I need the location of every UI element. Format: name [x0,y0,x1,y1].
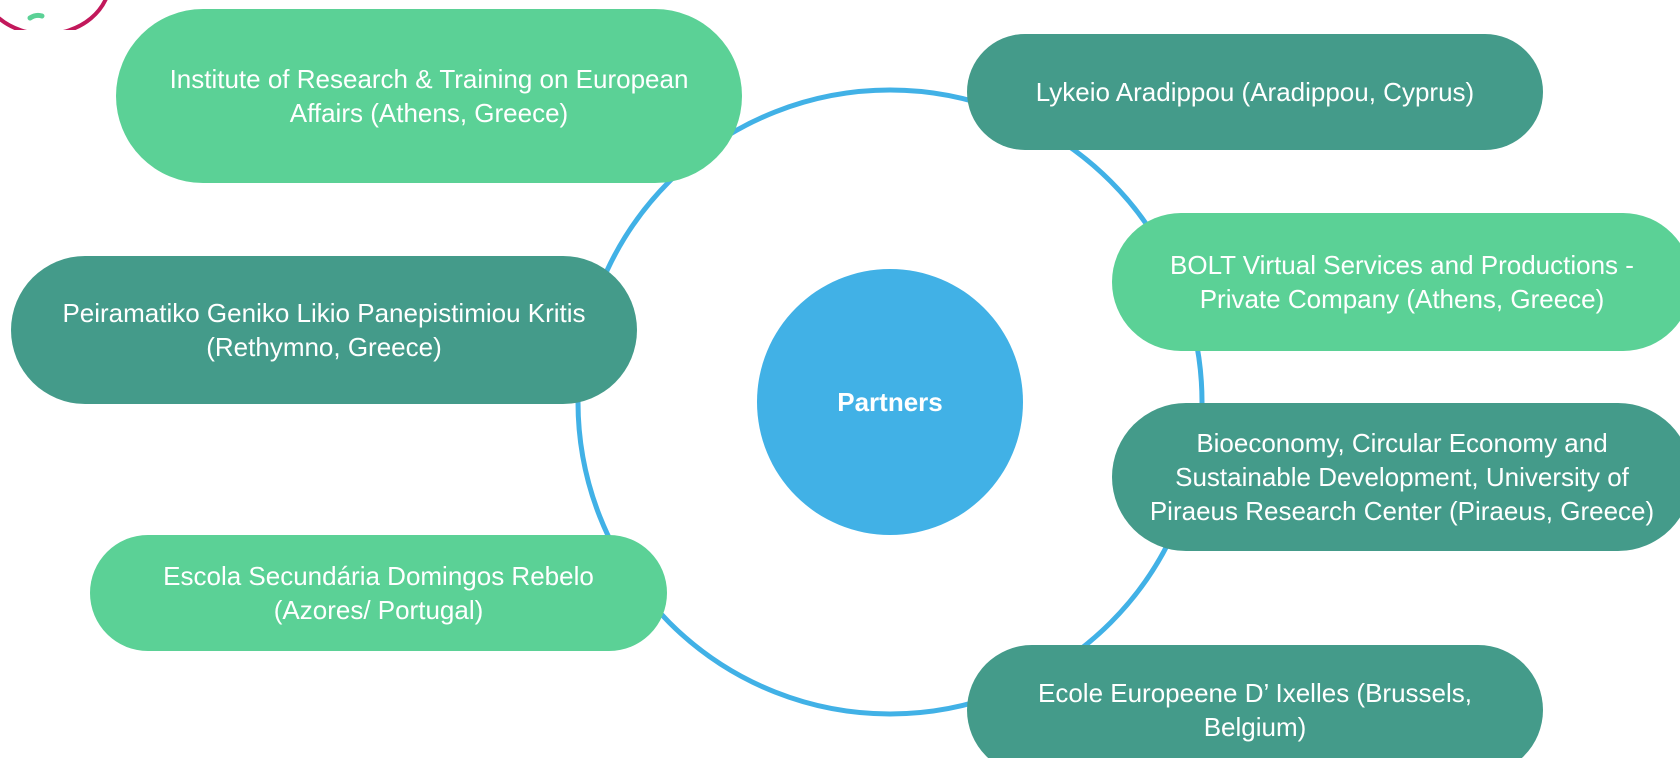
partner-label: Ecole Europeene D’ Ixelles (Brussels, Be… [1037,678,1472,742]
center-label: Partners [837,386,943,417]
partner-label: Institute of Research & Training on Euro… [169,64,689,128]
organization-logo [0,0,108,30]
partner-pill-bolt: BOLT Virtual Services and Productions - … [1112,213,1680,351]
partner-label: Peiramatiko Geniko Likio Panepistimiou K… [62,298,586,362]
partner-pill-escola-domingos-rebelo: Escola Secundária Domingos Rebelo (Azore… [90,535,667,651]
partner-label: BOLT Virtual Services and Productions - … [1170,250,1634,314]
partner-label: Escola Secundária Domingos Rebelo (Azore… [163,561,594,625]
partner-label: Bioeconomy, Circular Economy and Sustain… [1149,428,1655,526]
partner-label: Lykeio Aradippou (Aradippou, Cyprus) [1035,77,1475,107]
partner-pill-peiramatiko-likio: Peiramatiko Geniko Likio Panepistimiou K… [11,256,637,404]
partner-pill-university-piraeus: Bioeconomy, Circular Economy and Sustain… [1112,403,1680,551]
partner-pill-iretea: Institute of Research & Training on Euro… [116,9,742,183]
partner-pill-ecole-ixelles: Ecole Europeene D’ Ixelles (Brussels, Be… [967,645,1543,758]
center-node-partners: Partners [757,269,1023,535]
partner-pill-lykeio-aradippou: Lykeio Aradippou (Aradippou, Cyprus) [967,34,1543,150]
